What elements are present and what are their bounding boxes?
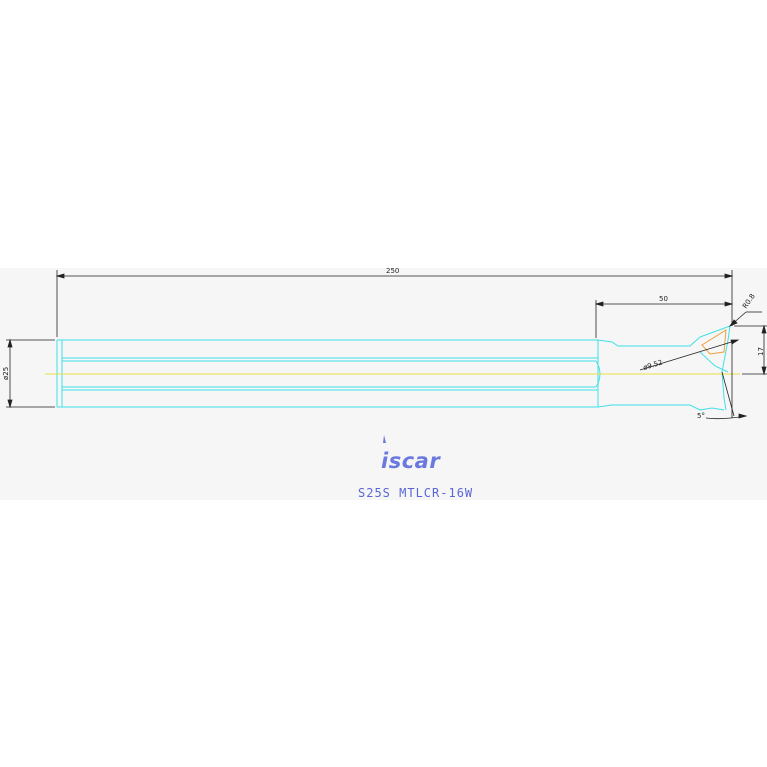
drawing-sheet [0,268,767,500]
dim-clearance-angle: 5° [697,412,705,420]
part-number: S25S MTLCR-16W [358,486,474,500]
iscar-logo: iscar [381,435,441,473]
dim-offset: 17 [757,347,765,356]
insert [701,329,727,355]
dim-shank-diameter: ø25 [2,367,10,380]
dim-head-length: 50 [659,295,668,303]
dim-insert-ic: ø9.52 [642,358,663,371]
dimensions [6,270,767,420]
tool-outline [56,325,731,411]
brand-text: iscar [381,449,441,473]
dim-corner-radius: R0.8 [741,292,757,310]
dim-overall-length: 250 [386,267,399,275]
